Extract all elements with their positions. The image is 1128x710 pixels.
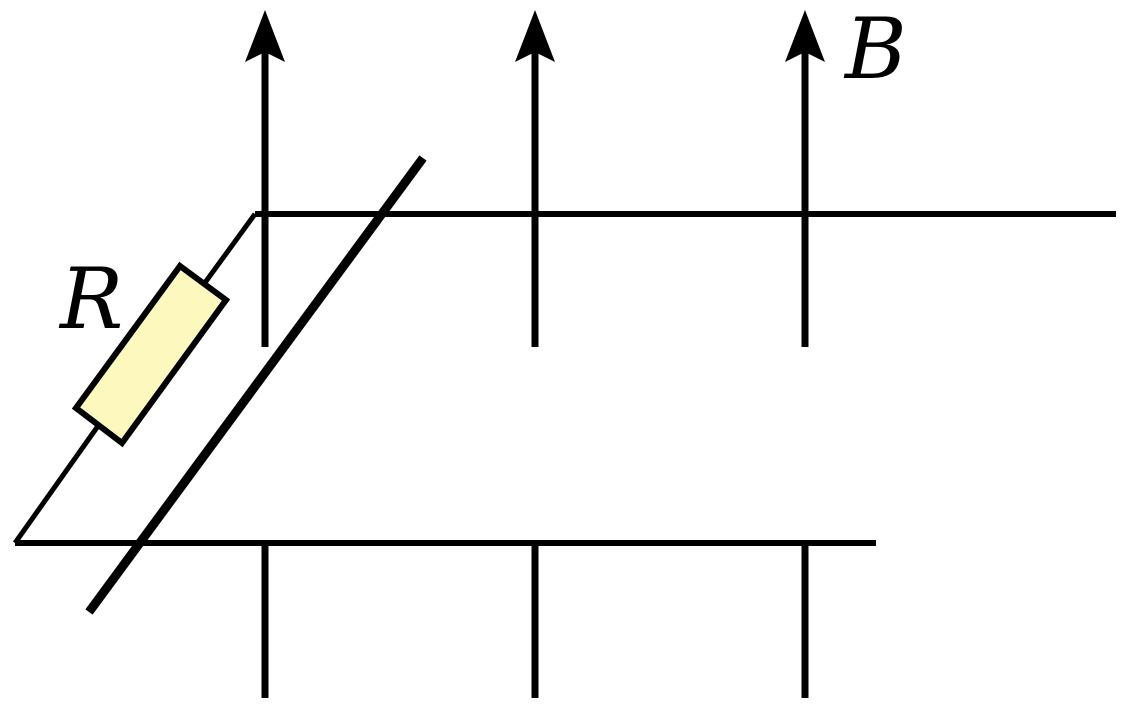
lead-upper [201, 212, 258, 286]
field-lines-upper [261, 50, 809, 347]
arrowhead-icon [785, 10, 825, 62]
resistor [71, 261, 231, 448]
resistor-branch [12, 212, 258, 545]
field-arrowheads [245, 10, 825, 62]
field-lines-lower [261, 545, 809, 698]
rails [15, 211, 1116, 546]
arrowhead-icon [245, 10, 285, 62]
arrowhead-icon [515, 10, 555, 62]
lead-lower [12, 424, 101, 545]
conducting-rod [85, 155, 427, 615]
field-label: B [843, 0, 907, 98]
resistor-label: R [58, 250, 123, 348]
